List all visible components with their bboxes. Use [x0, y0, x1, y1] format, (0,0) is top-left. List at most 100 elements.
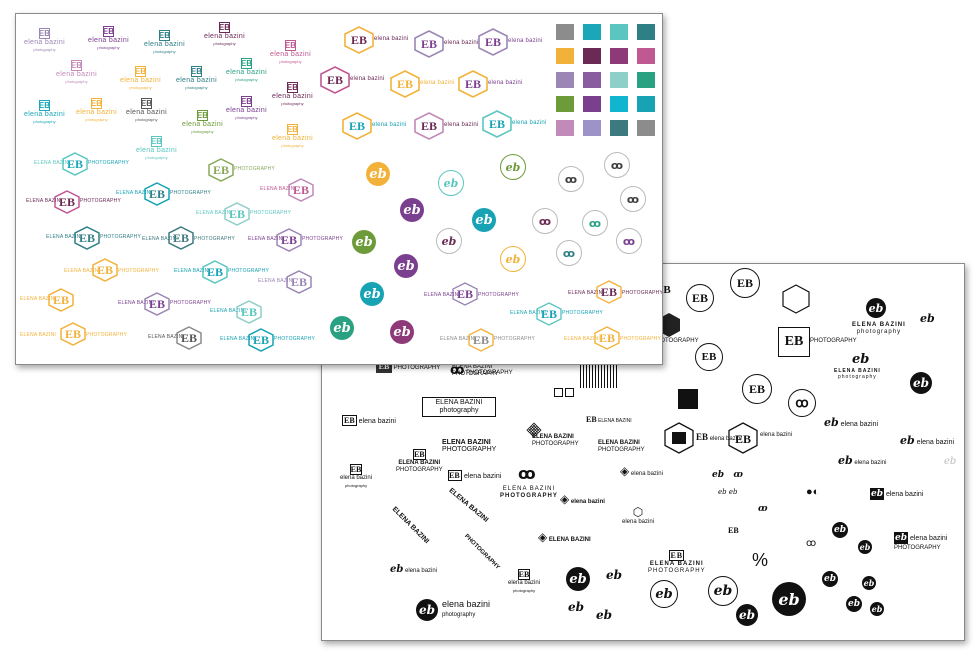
ring-dark-2: ꝏ: [604, 152, 630, 178]
black-square: [678, 389, 698, 409]
hex-row6c-name: ELENA BAZINI: [210, 308, 247, 314]
hex-teal-big-2: EB: [482, 110, 512, 138]
hex-row5b-name: ELENA BAZINI: [174, 268, 211, 274]
hex-purple-2: EB: [144, 292, 170, 316]
logo-box-photography: PHOTOGRAPHY: [810, 338, 857, 344]
ring-eb-4: EB: [742, 374, 772, 404]
hex-purple-br1: EB: [452, 282, 478, 306]
hex-sage-1: EB: [208, 158, 234, 182]
palette-swatch: [637, 96, 655, 112]
palette-swatch: [637, 24, 655, 40]
hex-plum-1: EB: [54, 190, 80, 214]
hex-row4b-tag: PHOTOGRAPHY: [194, 236, 236, 242]
script-circle-3: eb: [772, 582, 806, 616]
hex-outline: [782, 284, 810, 314]
palette-swatch: [556, 96, 574, 112]
hex-br2-name: ELENA BAZINI: [568, 290, 605, 296]
script-circle-6: eb: [910, 372, 932, 394]
hex-br3-tag: PHOTOGRAPHY: [562, 310, 604, 316]
logo-ring-photography: PHOTOGRAPHY: [652, 338, 699, 344]
hex-teal-5: EB: [248, 328, 274, 352]
logo-hex-outline-name: elena bazini: [760, 432, 793, 438]
palette-swatch: [583, 120, 601, 136]
palette-swatch: [556, 48, 574, 64]
ring-dark-6: ꝏ: [616, 228, 642, 254]
ring-inf: ꝏ: [788, 389, 816, 417]
hex-br4-tag: PHOTOGRAPHY: [494, 336, 536, 342]
logo-wide-name: EB elena bazini: [448, 470, 502, 481]
ring-eb-2: EB: [730, 268, 760, 298]
ring-plum: eb: [436, 228, 462, 254]
script-circle-5: eb: [866, 298, 886, 318]
script-circle-green-2: eb: [330, 316, 354, 340]
hex-big-5-name: elena bazini: [420, 80, 455, 86]
hex-mint-2: EB: [224, 202, 250, 226]
hex-eb-outline: EB: [728, 422, 758, 454]
small-eb-glyphs-4: EB: [728, 526, 739, 535]
hex-br1-name: ELENA BAZINI: [424, 292, 461, 298]
hex-row2c-name: ELENA BAZINI: [260, 186, 297, 192]
hex-outline-black: [658, 313, 680, 337]
hex-row4c-tag: PHOTOGRAPHY: [302, 236, 344, 242]
hex-br5-name: ELENA BAZINI: [564, 336, 601, 342]
palette-swatch: [610, 120, 628, 136]
hex-teal-3: EB: [168, 226, 194, 250]
hex-row1-name: ELENA BAZINI: [34, 160, 71, 166]
script-circle-purple-2: eb: [394, 254, 418, 278]
hex-gold-big-3: EB: [458, 70, 488, 98]
ring-eb-3: EB: [695, 343, 723, 371]
hex-big-8-name: elena bazini: [444, 122, 479, 128]
hex-row5-tag: PHOTOGRAPHY: [118, 268, 160, 274]
logo-right-name-6: eb elena bazini: [870, 488, 924, 500]
ring-dark-1: ꝏ: [558, 166, 584, 192]
ring-dark-4: ꝏ: [582, 210, 608, 236]
hex-gold-3: EB: [60, 322, 86, 346]
hex-teal-4: EB: [202, 260, 228, 284]
hex-plum-big-1: EB: [320, 66, 350, 94]
hex-br2-tag: PHOTOGRAPHY: [622, 290, 663, 296]
palette-swatch: [556, 120, 574, 136]
palette-swatch: [583, 96, 601, 112]
logo-inf-center: ꝏ: [518, 466, 536, 483]
script-glyph-right-3: eb: [944, 456, 957, 467]
hex-eb-black: [664, 422, 694, 454]
script-circle-gold: eb: [366, 162, 390, 186]
script-glyph-2: eb: [568, 600, 585, 614]
hex-gold-br2: EB: [596, 280, 622, 304]
hex-row4b-name: ELENA BAZINI: [142, 236, 179, 242]
logo-hex-name: ⬡elena bazini: [622, 505, 655, 525]
script-glyph-3: eb: [596, 608, 613, 622]
small-inf-glyph: ꝏ: [806, 538, 817, 549]
hex-gray-br4: EB: [468, 328, 494, 352]
hex-purple-1: EB: [276, 228, 302, 252]
ring-script-green: eb: [500, 154, 526, 180]
hex-lilac-big-2: EB: [478, 28, 508, 56]
hex-row6-name: ELENA BAZINI: [20, 296, 57, 302]
hex-gold-2: EB: [48, 288, 74, 312]
small-eb-glyphs: eb ꝏ: [712, 470, 743, 480]
hex-gold-big-2: EB: [390, 70, 420, 98]
hex-big-1-name: elena bazini: [374, 36, 409, 42]
hex-plum-big-2: EB: [414, 112, 444, 140]
palette-swatch: [637, 48, 655, 64]
hex-row2-name: ELENA BAZINI: [26, 198, 63, 204]
script-circle-teal-2: eb: [360, 282, 384, 306]
hex-row2b-name: ELENA BAZINI: [116, 190, 153, 196]
hex-row2-tag: PHOTOGRAPHY: [80, 198, 122, 204]
